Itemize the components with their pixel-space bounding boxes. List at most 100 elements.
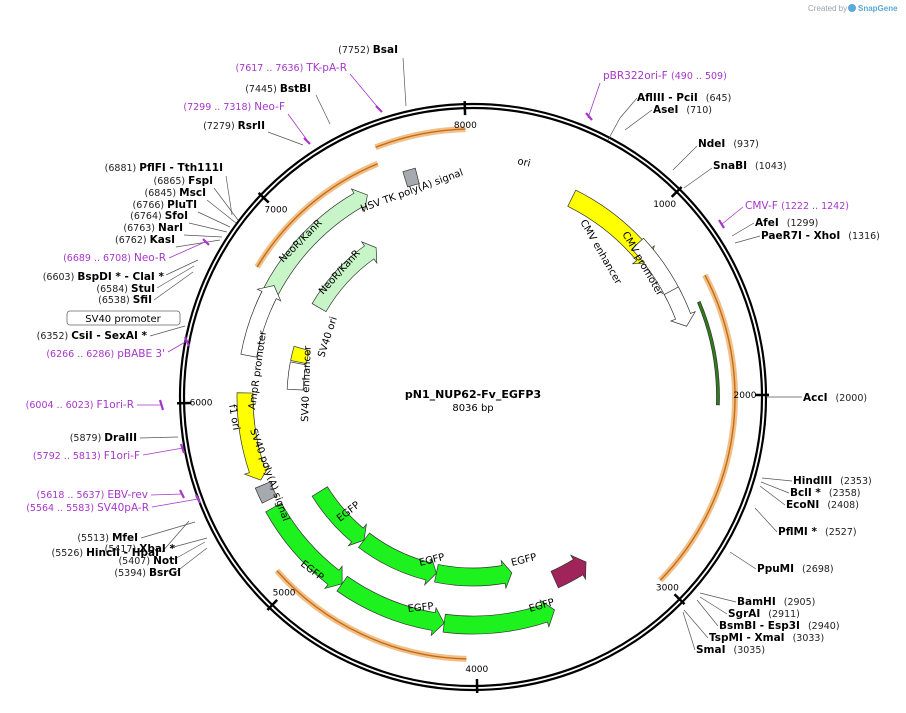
site-left-18[interactable]: (5407) NotI	[118, 555, 178, 567]
site-name: BsmBI	[719, 620, 756, 632]
site-left-13[interactable]: (6352) CsiI - SexAI *	[37, 330, 148, 342]
neokanr-inner-arrow[interactable]	[311, 241, 378, 313]
site-right-5[interactable]: PaeR7I - XhoI(1316)	[761, 230, 880, 242]
site-right-16[interactable]: SmaI(3035)	[696, 644, 765, 656]
sv40-enhancer-box[interactable]	[286, 361, 307, 391]
site-left-0[interactable]: (7752) BsaI	[338, 44, 398, 56]
svg-text:(5417) XbaI *: (5417) XbaI *	[105, 543, 176, 555]
site-left-8[interactable]: (6763) NarI	[123, 222, 183, 234]
site-right-1[interactable]: AseI(710)	[653, 104, 712, 116]
site-left-12[interactable]: (6538) SfiI	[98, 294, 152, 306]
site-leader-lines	[137, 57, 802, 651]
site-left-16[interactable]: (5513) MfeI	[77, 532, 138, 544]
primer-4[interactable]: (6689 .. 6708) Neo-R	[63, 252, 166, 264]
primer-7[interactable]: (5792 .. 5813) F1ori-F	[33, 450, 140, 462]
egfp-inner-1[interactable]	[311, 486, 367, 547]
ori-arrow[interactable]	[567, 189, 655, 265]
site-position: (6352)	[37, 331, 72, 342]
neokanr-outer-arrow[interactable]	[255, 188, 368, 310]
svg-text:SnaBI(1043): SnaBI(1043)	[713, 160, 787, 172]
svg-text:(6766) PluTI: (6766) PluTI	[133, 199, 197, 211]
site-right-13[interactable]: SgrAI(2911)	[728, 608, 800, 620]
site-right-3[interactable]: SnaBI(1043)	[713, 160, 787, 172]
primer-9[interactable]: (5564 .. 5583) SV40pA-R	[26, 502, 149, 514]
site-right-10[interactable]: PflMI *(2527)	[778, 526, 857, 538]
feature-label-egfp-3: EGFP	[510, 552, 538, 569]
f1-ori-arrow[interactable]	[236, 392, 271, 481]
site-position: (2940)	[808, 621, 840, 632]
site-right-7[interactable]: HindIII(2353)	[793, 475, 872, 487]
egfp-inner-3[interactable]	[434, 559, 513, 590]
sv40-polya-box[interactable]	[254, 481, 278, 504]
egfp-outer-2[interactable]	[336, 575, 445, 637]
cmv-green-line[interactable]	[697, 301, 720, 406]
cmv-promoter-arrow[interactable]	[663, 286, 696, 327]
site-right-0[interactable]: AflIII - PciI(645)	[637, 92, 731, 104]
site-right-2[interactable]: NdeI(937)	[698, 138, 759, 150]
site-right-12[interactable]: BamHI(2905)	[737, 596, 815, 608]
egfp-outer-3[interactable]	[442, 599, 555, 635]
site-name: BamHI	[737, 596, 776, 608]
site-left-15[interactable]: (5526) HincII - HpaI	[52, 547, 159, 559]
site-name: SfoI	[165, 210, 188, 222]
site-right-4[interactable]: AfeI(1299)	[755, 217, 818, 229]
tick-label-4000: 4000	[465, 665, 488, 675]
dmrb-arrow[interactable]	[550, 554, 587, 589]
primer-5[interactable]: (6266 .. 6286) pBABE 3'	[46, 348, 165, 360]
site-left-5[interactable]: (6845) MscI	[145, 187, 206, 199]
site-name: PluTI	[167, 199, 197, 211]
sv40-ori-box[interactable]	[290, 345, 310, 365]
site-left-3[interactable]: (6881) PflFI - Tth111I	[105, 162, 223, 174]
site-left-9[interactable]: (6762) KasI	[115, 234, 175, 246]
primer-8[interactable]: (5618 .. 5637) EBV-rev	[36, 489, 148, 501]
primer-1[interactable]: CMV-F (1222 .. 1242)	[745, 200, 849, 212]
svg-text:(5618 .. 5637) EBV-rev: (5618 .. 5637) EBV-rev	[36, 489, 148, 501]
site-name: AflIII	[637, 92, 665, 104]
site-left-17[interactable]: (5417) XbaI *	[105, 543, 176, 555]
site-name: PaeR7I	[761, 230, 802, 242]
tick-label-8000: 8000	[454, 121, 477, 131]
primer-3[interactable]: (7299 .. 7318) Neo-F	[183, 101, 285, 113]
site-right-14[interactable]: BsmBI - Esp3I(2940)	[719, 620, 840, 632]
site-position: (2358)	[829, 488, 861, 499]
site-left-2[interactable]: (7279) RsrII	[203, 120, 265, 132]
site-name: NotI	[153, 555, 178, 567]
site-name: NarI	[158, 222, 183, 234]
site-left-7[interactable]: (6764) SfoI	[130, 210, 188, 222]
site-right-6[interactable]: AccI(2000)	[803, 392, 867, 404]
site-left-6[interactable]: (6766) PluTI	[133, 199, 197, 211]
site-position: (7279)	[203, 121, 238, 132]
primer-range: (6266 .. 6286)	[46, 349, 117, 360]
site-name: CsiI	[71, 330, 92, 342]
primer-0[interactable]: pBR322ori-F (490 .. 509)	[603, 70, 727, 82]
site-right-9[interactable]: EcoNI(2408)	[786, 499, 859, 511]
orange-arc-1	[374, 126, 466, 151]
site-name: BstBI	[280, 83, 311, 95]
svg-text:(7299 .. 7318) Neo-F: (7299 .. 7318) Neo-F	[183, 101, 285, 113]
site-left-4[interactable]: (6865) FspI	[154, 175, 213, 187]
site-left-11[interactable]: (6584) StuI	[96, 283, 155, 295]
svg-text:BamHI(2905): BamHI(2905)	[737, 596, 815, 608]
site-left-19[interactable]: (5394) BsrGI	[114, 567, 181, 579]
svg-text:(6845) MscI: (6845) MscI	[145, 187, 206, 199]
site-right-15[interactable]: TspMI - XmaI(3033)	[709, 632, 824, 644]
site-name: BclI *	[790, 487, 821, 499]
site-position: (2698)	[802, 564, 834, 575]
egfp-outer-1[interactable]	[265, 502, 343, 590]
site-left-1[interactable]: (7445) BstBI	[245, 83, 311, 95]
egfp-inner-2[interactable]	[358, 532, 437, 587]
ampr-promoter-arrow[interactable]	[240, 285, 282, 358]
site-left-14[interactable]: (5879) DraIII	[70, 432, 137, 444]
hsv-tk-box[interactable]	[402, 167, 420, 188]
site-right-8[interactable]: BclI * (2358)	[790, 487, 860, 499]
primer-2[interactable]: (7617 .. 7636) TK-pA-R	[235, 62, 347, 74]
site-name: PpuMI	[757, 563, 794, 575]
sv40-promoter-label[interactable]: SV40 promoter	[66, 310, 181, 326]
site-right-11[interactable]: PpuMI (2698)	[757, 563, 834, 575]
feature-arrows[interactable]	[236, 167, 720, 637]
primer-6[interactable]: (6004 .. 6023) F1ori-R	[26, 399, 134, 411]
site-left-10[interactable]: (6603) BspDI * - ClaI *	[43, 271, 165, 283]
site-position: (6584)	[96, 284, 131, 295]
site-labels[interactable]: AflIII - PciI(645)AseI(710) NdeI(937) SnaB…	[26, 44, 880, 656]
